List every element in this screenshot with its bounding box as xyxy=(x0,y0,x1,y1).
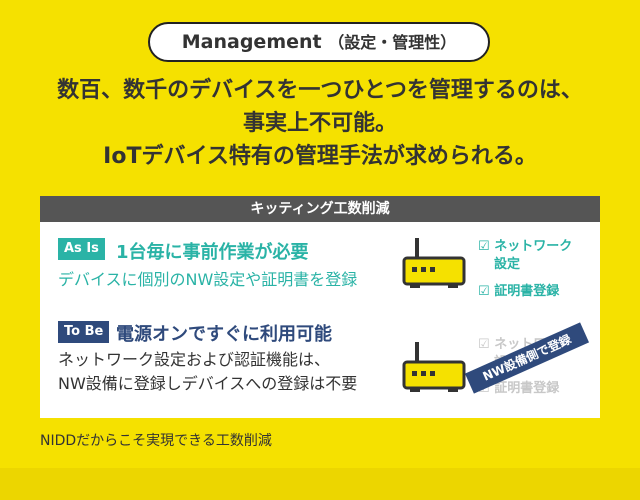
router-icon xyxy=(402,238,466,288)
footer-text: NIDDだからこそ実現できる工数削減 xyxy=(40,433,272,449)
as-is-desc: デバイスに個別のNW設定や証明書を登録 xyxy=(58,270,358,289)
headline-line-2: 事実上不可能。 xyxy=(242,111,397,136)
pill-sub: （設定・管理性） xyxy=(328,33,457,52)
check-icon: ☑ xyxy=(478,337,490,352)
pill-main: Management xyxy=(181,31,322,53)
as-is-check-cert: ☑ 証明書登録 xyxy=(478,284,560,299)
to-be-desc-2: NW設備に登録しデバイスへの登録は不要 xyxy=(58,374,358,393)
as-is-badge: As Is xyxy=(58,238,105,260)
section-pill: Management （設定・管理性） xyxy=(148,22,490,62)
check-icon: ☑ xyxy=(478,239,490,254)
router-icon xyxy=(402,342,466,392)
panel-title: キッティング工数削減 xyxy=(40,196,600,222)
as-is-check-network: ☑ ネットワーク 設定 xyxy=(478,239,573,272)
to-be-badge: To Be xyxy=(58,321,110,343)
as-is-title: 1台毎に事前作業が必要 xyxy=(116,242,309,263)
comparison-panel: キッティング工数削減 xyxy=(40,196,600,418)
headline: 数百、数千のデバイスを一つひとつを管理するのは、 事実上不可能。 IoTデバイス… xyxy=(0,74,640,173)
headline-line-1: 数百、数千のデバイスを一つひとつを管理するのは、 xyxy=(57,78,583,103)
to-be-title: 電源オンですぐに利用可能 xyxy=(116,324,332,345)
headline-line-3: IoTデバイス特有の管理手法が求められる。 xyxy=(103,144,537,169)
check-icon: ☑ xyxy=(478,284,490,299)
to-be-desc-1: ネットワーク設定および認証機能は、 xyxy=(58,350,331,369)
bottom-band xyxy=(0,468,640,500)
